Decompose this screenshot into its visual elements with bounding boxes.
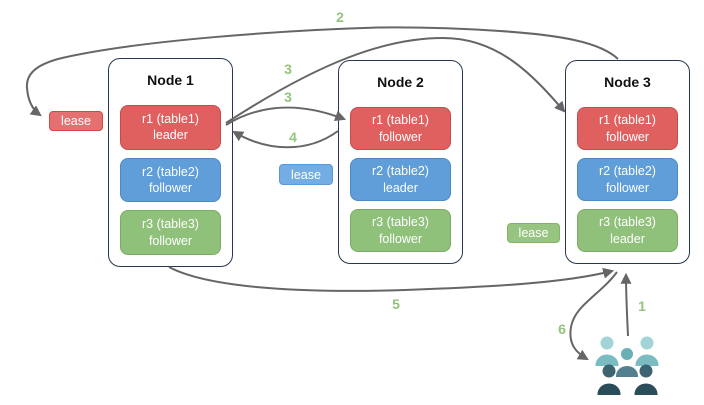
replica-role: leader: [153, 128, 188, 143]
arrow-step-3-to-node2: [225, 106, 347, 126]
replica-label: r1 (table1): [142, 112, 199, 127]
lease-badge-table3: lease: [507, 223, 560, 243]
replica-role: follower: [605, 129, 650, 144]
step-label-2: 2: [336, 9, 344, 25]
user-back-left: [595, 336, 619, 366]
node-3-replica-r2: r2 (table2) follower: [577, 158, 678, 201]
step-label-3a: 3: [284, 61, 292, 77]
replica-role: follower: [605, 180, 650, 195]
node-1: Node 1 r1 (table1) leader r2 (table2) fo…: [108, 58, 233, 267]
replica-label: r2 (table2): [142, 164, 199, 179]
replica-role: follower: [148, 181, 193, 195]
node-2: Node 2 r1 (table1) follower r2 (table2) …: [338, 60, 463, 264]
arrow-step-1: [620, 272, 632, 337]
user-group-icon: [595, 336, 659, 395]
lease-badge-table1: lease: [49, 111, 103, 131]
replica-role: follower: [148, 233, 193, 248]
replica-label: r1 (table1): [372, 113, 429, 128]
node-1-replica-r1: r1 (table1) leader: [120, 105, 221, 150]
step-label-5: 5: [392, 296, 400, 312]
node-3-title: Node 3: [604, 74, 651, 90]
arrow-step-5: [168, 266, 615, 292]
replica-label: r3 (table3): [142, 217, 199, 232]
node-3: Node 3 r1 (table1) follower r2 (table2) …: [565, 60, 690, 264]
replica-role: leader: [610, 231, 645, 246]
replica-label: r3 (table3): [372, 215, 429, 230]
replica-role: follower: [378, 129, 423, 144]
step-label-1: 1: [638, 298, 646, 314]
node-2-title: Node 2: [377, 74, 424, 90]
node-3-replica-r1: r1 (table1) follower: [577, 107, 678, 150]
replica-role: follower: [378, 231, 423, 246]
step-label-3b: 3: [284, 89, 292, 105]
node-1-replica-r2: r2 (table2) follower: [120, 157, 221, 203]
node-1-title: Node 1: [147, 72, 194, 88]
step-label-6: 6: [558, 321, 566, 337]
user-front-right: [634, 364, 658, 395]
node-2-replica-r1: r1 (table1) follower: [350, 107, 451, 150]
node-2-replica-r3: r3 (table3) follower: [350, 209, 451, 252]
replica-label: r1 (table1): [599, 113, 656, 128]
node-1-replica-r3: r3 (table3) follower: [120, 210, 221, 256]
user-middle: [616, 348, 638, 377]
replica-label: r2 (table2): [599, 164, 656, 179]
lease-badge-table2: lease: [279, 164, 333, 185]
replica-label: r3 (table3): [599, 215, 656, 230]
user-back-right: [635, 336, 659, 366]
node-2-replica-r2: r2 (table2) leader: [350, 158, 451, 201]
user-front-left: [597, 364, 621, 395]
replica-role: leader: [383, 180, 418, 195]
replica-label: r2 (table2): [372, 164, 429, 179]
step-label-4: 4: [289, 129, 297, 145]
node-3-replica-r3: r3 (table3) leader: [577, 209, 678, 252]
arrow-step-4: [232, 130, 339, 149]
